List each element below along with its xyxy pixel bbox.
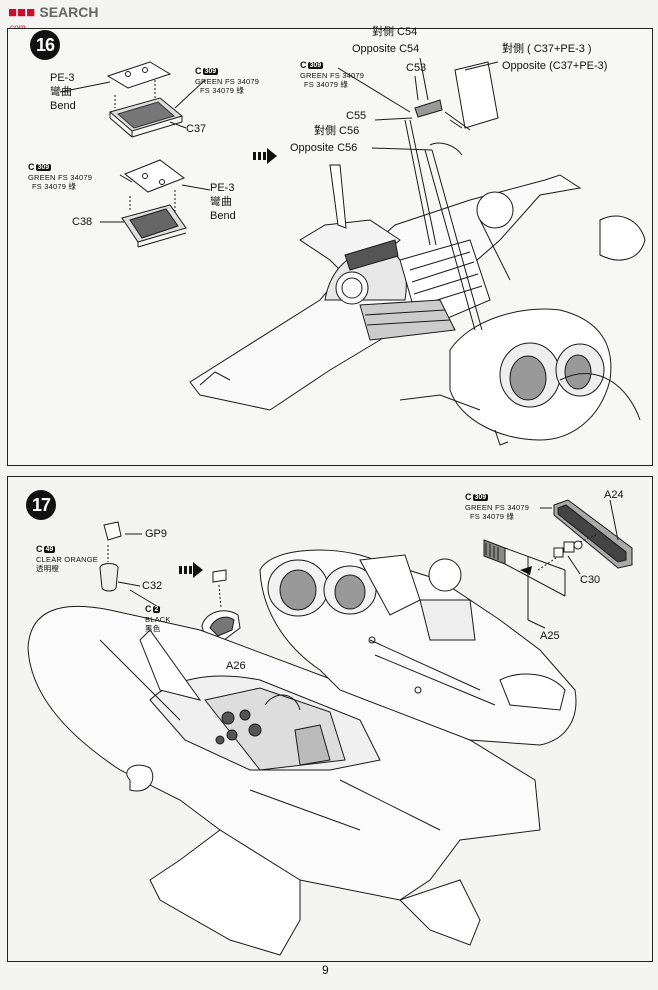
step16-direction-arrow: [253, 148, 277, 164]
paint-line2-17b: 黑色: [145, 624, 161, 633]
watermark-logo: ■■■ SEARCH: [8, 4, 98, 21]
label-c32: C32: [142, 580, 163, 592]
label-opp-c37-zh: 對側 ( C37+PE-3 ): [502, 43, 592, 55]
step17-direction-arrow-a: [179, 562, 203, 578]
paint-line1-16a: GREEN FS 34079: [195, 77, 260, 86]
label-a26: A26: [226, 660, 246, 672]
label-a24: A24: [604, 489, 624, 501]
label-opp-c54-zh: 對側 C54: [372, 26, 418, 38]
paint-line2-16b: FS 34079 綠: [32, 182, 77, 191]
logo-mark: ■■■: [8, 4, 36, 21]
paint-line1-17a: CLEAR ORANGE: [36, 555, 98, 564]
label-c55: C55: [346, 110, 367, 122]
paint-line1-17b: BLACK: [145, 615, 171, 624]
pe3-bend-part-a: [106, 61, 172, 108]
label-c53: C53: [406, 62, 427, 74]
paint-line1-16c: GREEN FS 34079: [300, 71, 365, 80]
page-number: 9: [322, 963, 329, 977]
step17-aircraft-nose: [259, 549, 577, 746]
label-pe3-b: PE-3: [210, 182, 235, 194]
gp9-part: [103, 521, 122, 541]
paint-line1-16b: GREEN FS 34079: [28, 173, 93, 182]
paint-line2-17c: FS 34079 綠: [470, 512, 515, 521]
step16-aircraft: [189, 164, 646, 446]
a24-part: [553, 499, 633, 569]
logo-sub: com: [10, 23, 26, 33]
label-c30: C30: [580, 574, 601, 586]
step-17-badge: 17: [26, 490, 56, 520]
step17-aircraft-main: [27, 605, 541, 956]
pe3-bend-part-b: [124, 159, 186, 214]
paint-line1-17c: GREEN FS 34079: [465, 503, 530, 512]
label-opp-c54: Opposite C54: [352, 43, 420, 55]
label-bend-b: Bend: [210, 210, 236, 222]
label-bend-zh-a: 彎曲: [50, 86, 72, 98]
logo-brand: SEARCH: [39, 4, 99, 20]
label-opp-c56: Opposite C56: [290, 142, 358, 154]
c30-part: [537, 534, 597, 571]
label-opp-c37: Opposite (C37+PE-3): [502, 60, 608, 72]
paint-line2-16c: FS 34079 綠: [304, 80, 349, 89]
label-pe3-a: PE-3: [50, 72, 75, 84]
label-bend-a: Bend: [50, 100, 76, 112]
step17-direction-arrow-b: [520, 566, 532, 575]
c32-part: [99, 545, 119, 592]
c37-part: [108, 97, 184, 138]
step16-canopy-struts: [404, 61, 499, 331]
label-bend-zh-b: 彎曲: [210, 196, 232, 208]
paint-line2-16a: FS 34079 綠: [200, 86, 245, 95]
c38-part: [121, 204, 187, 248]
step-17-panel: [7, 476, 653, 962]
paint-line2-17a: 透明橙: [36, 564, 60, 573]
label-opp-c56-zh: 對側 C56: [314, 125, 360, 137]
label-c38: C38: [72, 216, 93, 228]
label-c37: C37: [186, 123, 207, 135]
step-16-badge: 16: [30, 30, 60, 60]
a25-part: [483, 539, 566, 597]
label-a25: A25: [540, 630, 560, 642]
label-gp9: GP9: [145, 528, 168, 540]
